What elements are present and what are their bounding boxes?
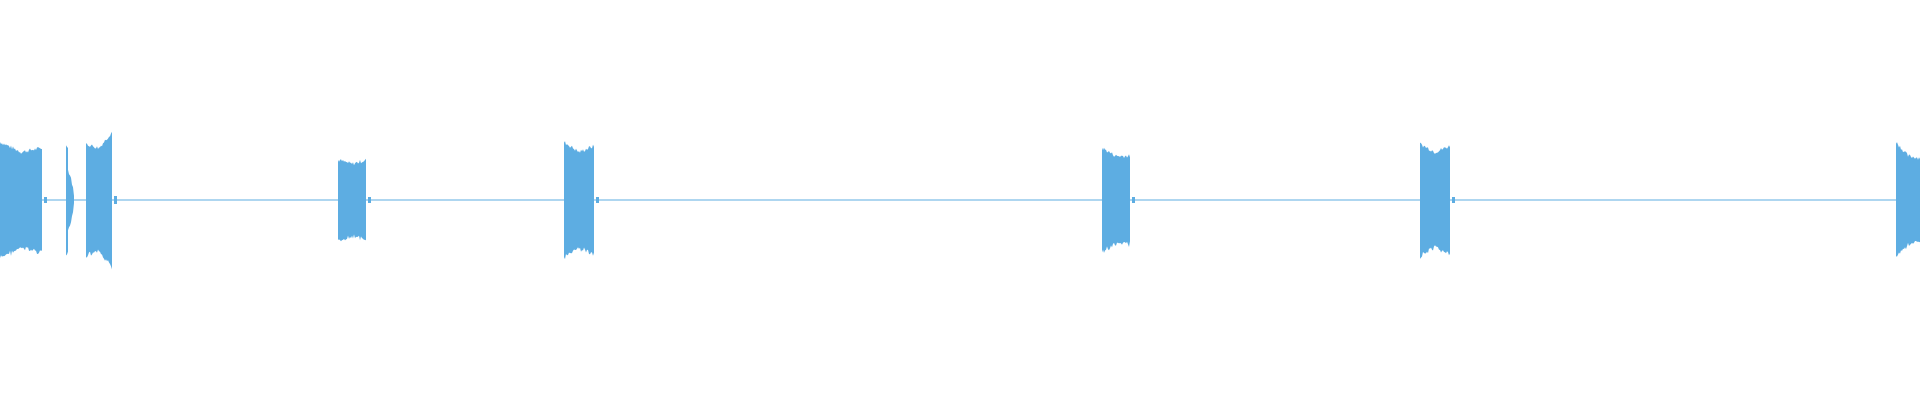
- waveform-segment: [338, 158, 366, 242]
- waveform-segment: [86, 131, 112, 270]
- waveform-noise-blip: [1452, 197, 1455, 203]
- waveform-segment: [68, 169, 74, 231]
- waveform-noise-blip: [596, 197, 599, 203]
- waveform-noise-blip: [114, 196, 117, 204]
- waveform-segments: [0, 131, 1920, 270]
- waveform-noise-blip: [368, 197, 371, 203]
- waveform-noise-blip: [44, 197, 47, 203]
- waveform-segment: [0, 142, 42, 259]
- waveform-segment: [564, 141, 594, 260]
- waveform-segment: [66, 145, 68, 256]
- waveform-segment: [1102, 147, 1130, 253]
- waveform-noise-blip: [1132, 197, 1135, 203]
- waveform-segment: [1896, 142, 1920, 257]
- waveform-segment: [1420, 142, 1450, 259]
